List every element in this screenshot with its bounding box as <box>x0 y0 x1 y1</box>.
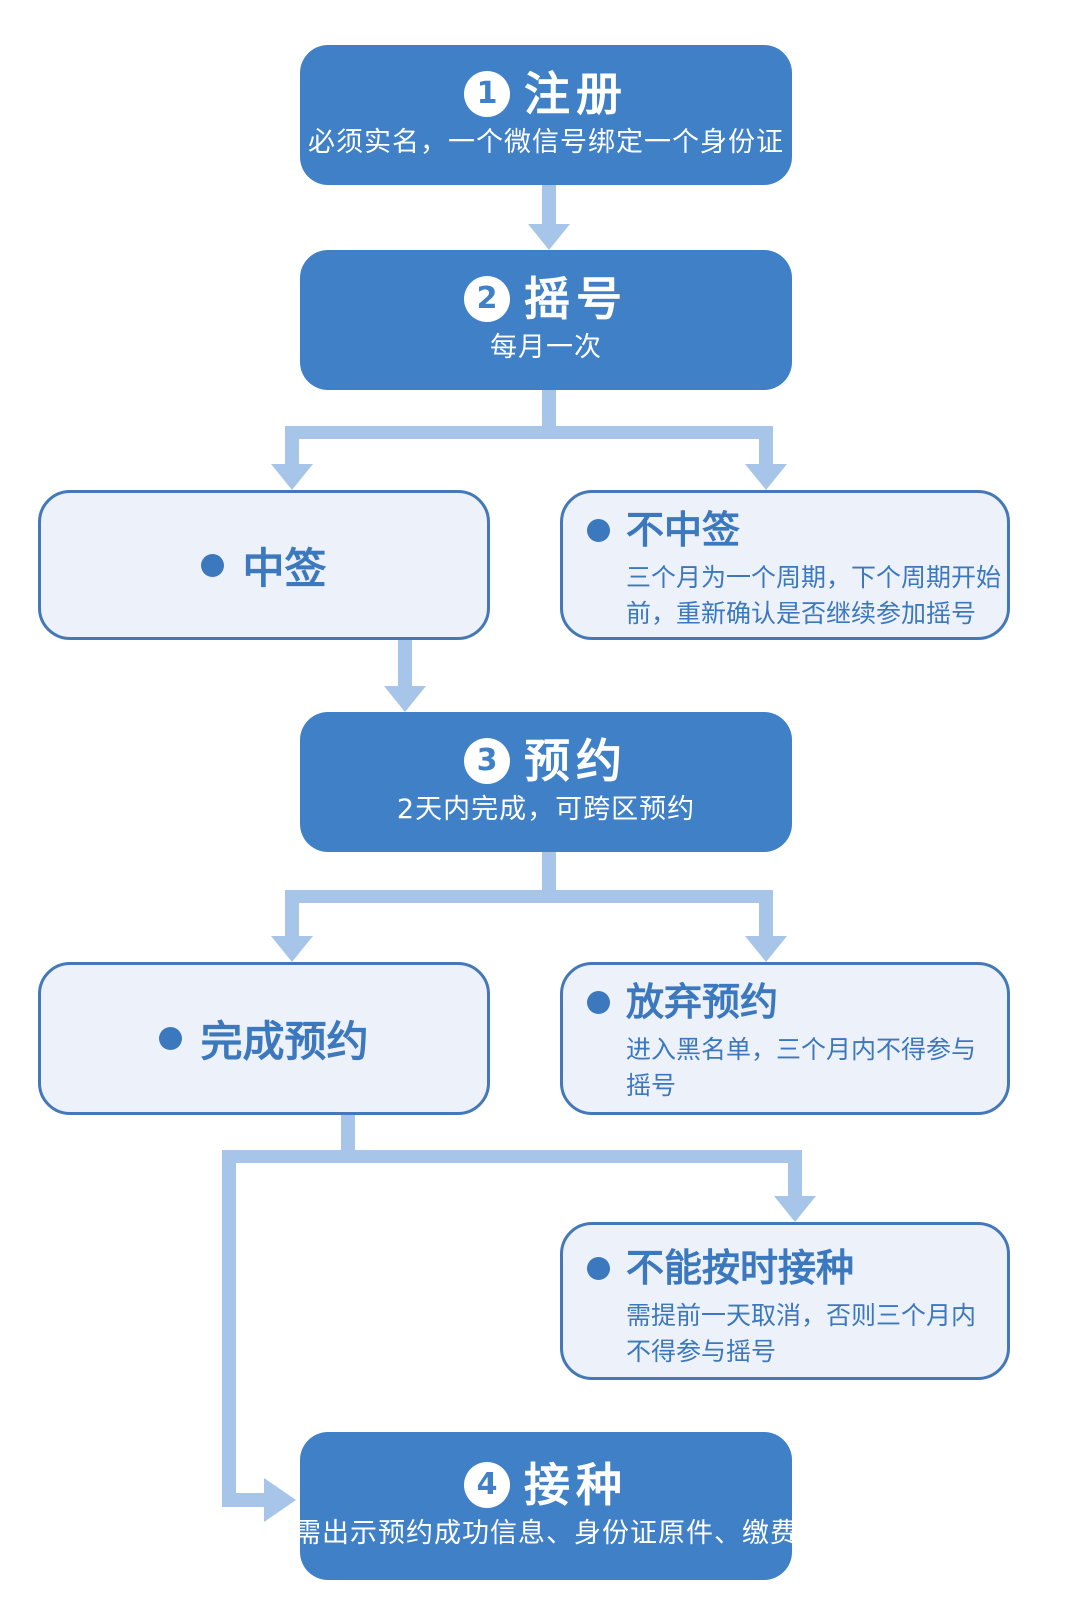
step-number-badge-3: 3 <box>464 737 510 784</box>
outcome-abandon-title: 放弃预约 <box>626 980 779 1024</box>
outcome-box-complete-reservation: 完成预约 <box>38 962 490 1115</box>
step-reserve-title-row: 3 预约 <box>464 733 628 788</box>
step-number-badge-2: 2 <box>464 275 510 322</box>
step-vaccinate-title-row: 4 接种 <box>464 1457 628 1512</box>
outcome-box-lose: 不中签 三个月为一个周期，下个周期开始 前，重新确认是否继续参加摇号 <box>560 490 1010 640</box>
outcome-lose-description: 三个月为一个周期，下个周期开始 前，重新确认是否继续参加摇号 <box>626 562 1002 628</box>
outcome-miss-description: 需提前一天取消，否则三个月内 不得参与摇号 <box>626 1300 977 1366</box>
outcome-complete-title: 完成预约 <box>200 1017 369 1066</box>
bullet-icon <box>587 519 610 543</box>
step-box-register: 1 注册 必须实名，一个微信号绑定一个身份证 <box>300 45 792 185</box>
step-register-title: 注册 <box>524 66 628 121</box>
step-box-reserve: 3 预约 2天内完成，可跨区预约 <box>300 712 792 852</box>
outcome-box-missed-vaccination: 不能按时接种 需提前一天取消，否则三个月内 不得参与摇号 <box>560 1222 1010 1380</box>
outcome-miss-title: 不能按时接种 <box>626 1246 855 1290</box>
outcome-lose-title-row: 不中签 <box>587 507 991 555</box>
outcome-lose-title: 不中签 <box>626 508 741 552</box>
step-vaccinate-subtitle: 需出示预约成功信息、身份证原件、缴费 <box>294 1517 798 1549</box>
step-box-vaccinate: 4 接种 需出示预约成功信息、身份证原件、缴费 <box>294 1432 797 1580</box>
outcome-miss-title-row: 不能按时接种 <box>587 1245 991 1293</box>
step-lottery-title-row: 2 摇号 <box>464 271 628 326</box>
outcome-abandon-title-row: 放弃预约 <box>587 979 991 1027</box>
outcome-abandon-description: 进入黑名单，三个月内不得参与 摇号 <box>626 1034 977 1100</box>
step-lottery-title: 摇号 <box>524 271 628 326</box>
bullet-icon <box>587 991 610 1015</box>
outcome-box-abandon-reservation: 放弃预约 进入黑名单，三个月内不得参与 摇号 <box>560 962 1010 1115</box>
outcome-win-title: 中签 <box>242 543 327 593</box>
step-number-badge-1: 1 <box>464 70 510 117</box>
step-number-badge-4: 4 <box>464 1461 510 1508</box>
step-register-title-row: 1 注册 <box>464 66 628 121</box>
outcome-box-win: 中签 <box>38 490 490 640</box>
bullet-icon <box>587 1257 610 1281</box>
step-reserve-subtitle: 2天内完成，可跨区预约 <box>396 793 696 825</box>
step-register-subtitle: 必须实名，一个微信号绑定一个身份证 <box>308 126 784 158</box>
step-box-lottery: 2 摇号 每月一次 <box>300 250 792 390</box>
step-reserve-title: 预约 <box>524 733 628 788</box>
step-lottery-subtitle: 每月一次 <box>490 331 602 363</box>
bullet-icon <box>201 553 225 577</box>
bullet-icon <box>159 1027 183 1050</box>
step-vaccinate-title: 接种 <box>524 1457 628 1512</box>
